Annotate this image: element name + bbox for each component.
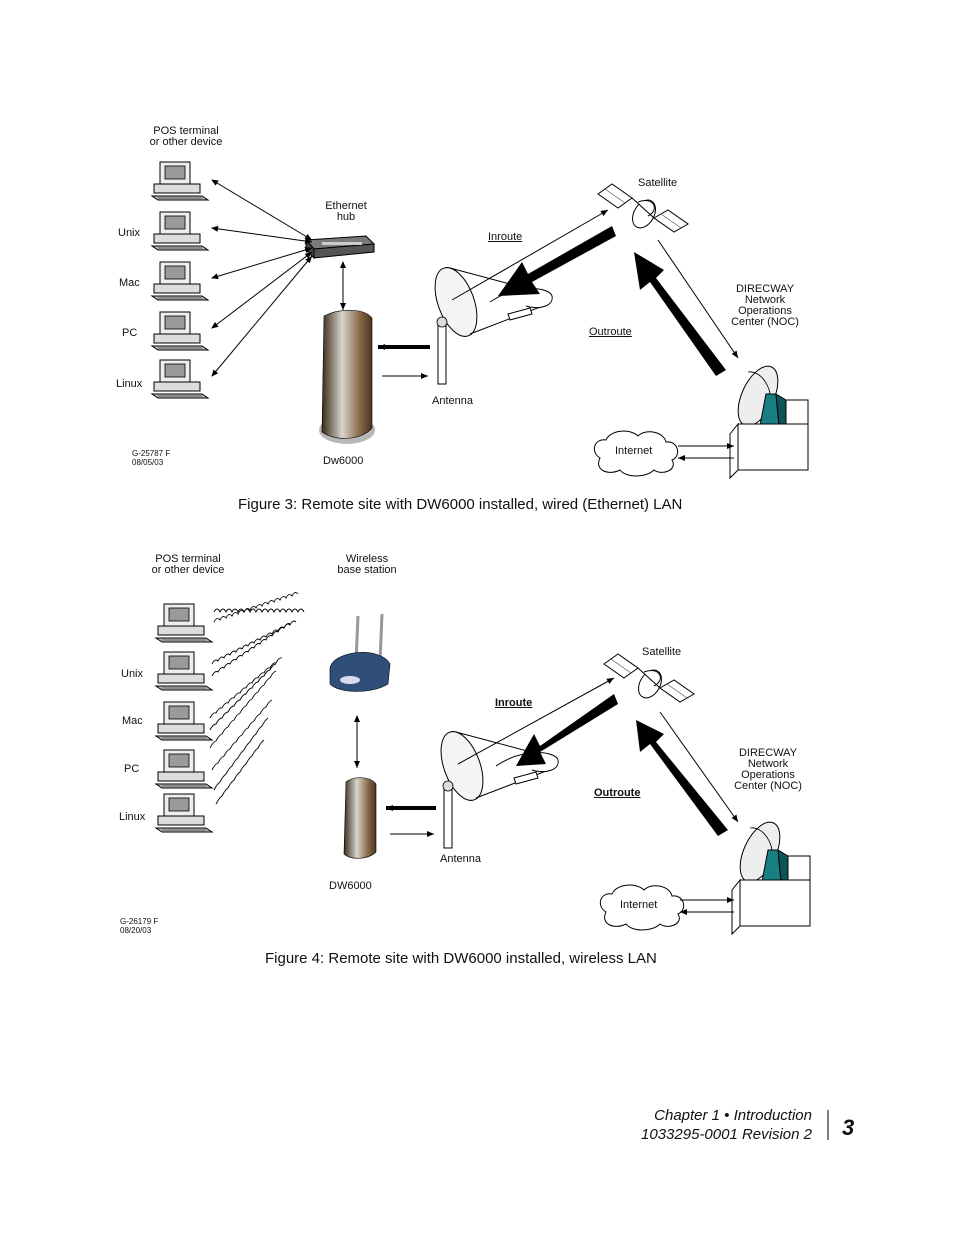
satellite-icon xyxy=(597,183,689,233)
pos-terminal-computer-wireless xyxy=(155,603,213,643)
page-number: 3 xyxy=(842,1115,855,1140)
antenna-label-wireless: Antenna xyxy=(440,853,481,865)
internet-label: Internet xyxy=(615,445,653,457)
outroute-thick-arrow xyxy=(634,252,726,376)
document-revision: 1033295-0001 Revision 2 xyxy=(641,1126,812,1143)
pc-computer xyxy=(151,311,209,351)
dw6000-device-wireless xyxy=(343,777,377,859)
page-footer: Chapter 1 • Introduction 1033295-0001 Re… xyxy=(641,1106,812,1144)
unix-computer-wireless xyxy=(155,651,213,691)
pc-label: PC xyxy=(122,327,138,339)
mac-computer-wireless xyxy=(155,701,213,741)
wireless-base-station xyxy=(329,613,391,692)
device-label-wireless: DW6000 xyxy=(329,880,372,892)
outroute-label: Outroute xyxy=(589,326,632,338)
mac-computer xyxy=(151,261,209,301)
linux-label-wireless: Linux xyxy=(119,811,146,823)
pos-terminal-computer xyxy=(151,161,209,201)
dw6000-device xyxy=(319,309,375,444)
ethernet-hub xyxy=(304,235,376,260)
outroute-thick-arrow-wireless xyxy=(636,720,728,836)
satellite-label: Satellite xyxy=(638,177,678,189)
inroute-thin-arrow-wireless xyxy=(457,677,615,765)
inroute-label-wireless: Inroute xyxy=(495,697,533,709)
mac-label: Mac xyxy=(119,277,140,289)
unix-label: Unix xyxy=(118,227,141,239)
device-label: Dw6000 xyxy=(323,455,364,467)
inroute-label: Inroute xyxy=(488,231,523,243)
noc-building-wireless xyxy=(731,815,811,935)
inroute-thick-arrow-wireless xyxy=(516,694,618,766)
lan-links xyxy=(211,179,346,377)
outroute-thin-arrow xyxy=(657,239,739,359)
linux-label: Linux xyxy=(116,378,143,390)
outroute-label-wireless: Outroute xyxy=(594,787,641,799)
chapter-title: Chapter 1 • Introduction xyxy=(654,1107,812,1124)
wireless-signal-waves xyxy=(209,591,305,805)
inroute-thick-arrow xyxy=(498,226,616,296)
pc-label-wireless: PC xyxy=(124,763,140,775)
linux-computer xyxy=(151,359,209,399)
satellite-label-wireless: Satellite xyxy=(642,646,682,658)
antenna-dish-wireless xyxy=(432,725,559,849)
pc-computer-wireless xyxy=(155,749,213,789)
mac-label-wireless: Mac xyxy=(122,715,143,727)
satellite-icon-wireless xyxy=(603,653,695,703)
unix-computer xyxy=(151,211,209,251)
figure-3-caption: Figure 3: Remote site with DW6000 instal… xyxy=(238,496,683,513)
outroute-thin-arrow-wireless xyxy=(659,711,739,823)
unix-label-wireless: Unix xyxy=(121,668,144,680)
antenna-label: Antenna xyxy=(432,395,473,407)
inroute-thin-arrow xyxy=(451,209,609,301)
internet-label-wireless: Internet xyxy=(620,899,658,911)
linux-computer-wireless xyxy=(155,793,213,833)
noc-building xyxy=(729,359,809,479)
figure-4-caption: Figure 4: Remote site with DW6000 instal… xyxy=(265,950,657,967)
